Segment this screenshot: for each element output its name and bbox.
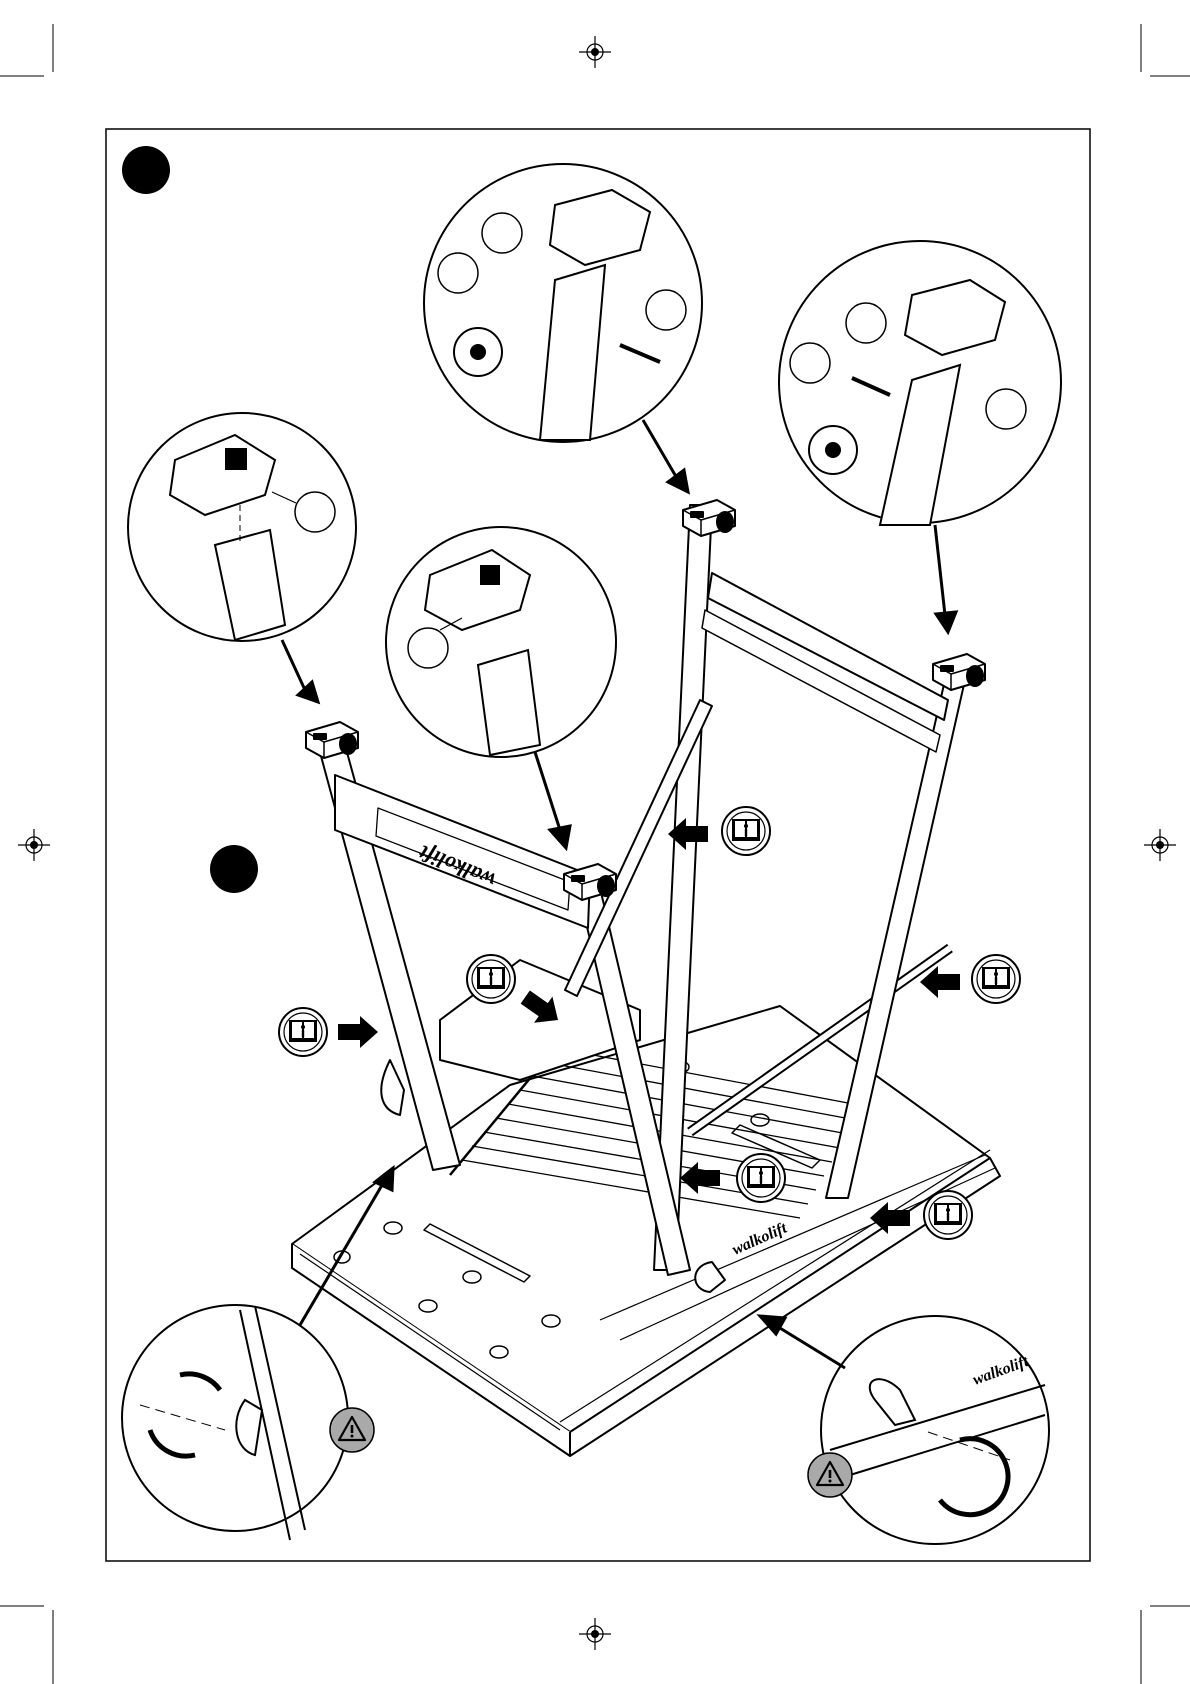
detail-callout-front-right (386, 527, 616, 757)
detail-callout-rear-left (424, 164, 702, 442)
detail-callout-rear-right (779, 241, 1061, 525)
info-book-icon (972, 955, 1020, 1003)
direction-arrow-icon (338, 1016, 378, 1048)
registration-mark-top-icon (579, 36, 611, 68)
info-book-icon (737, 1154, 785, 1202)
step-marker-1 (122, 146, 170, 194)
warning-triangle-icon (808, 1453, 852, 1497)
info-book-icon (279, 1008, 327, 1056)
registration-mark-left-icon (18, 829, 50, 861)
info-book-icon (924, 1191, 972, 1239)
detail-callout-bottom-left (122, 1305, 348, 1540)
registration-mark-right-icon (1144, 829, 1176, 861)
registration-mark-bottom-icon (579, 1618, 611, 1650)
step-marker-2 (210, 845, 258, 893)
detail-callout-bottom-right: walkolift (821, 1316, 1049, 1544)
detail-callout-front-left (128, 413, 356, 641)
warning-triangle-icon (330, 1408, 374, 1452)
info-book-icon (467, 955, 515, 1003)
info-book-icon (722, 807, 770, 855)
